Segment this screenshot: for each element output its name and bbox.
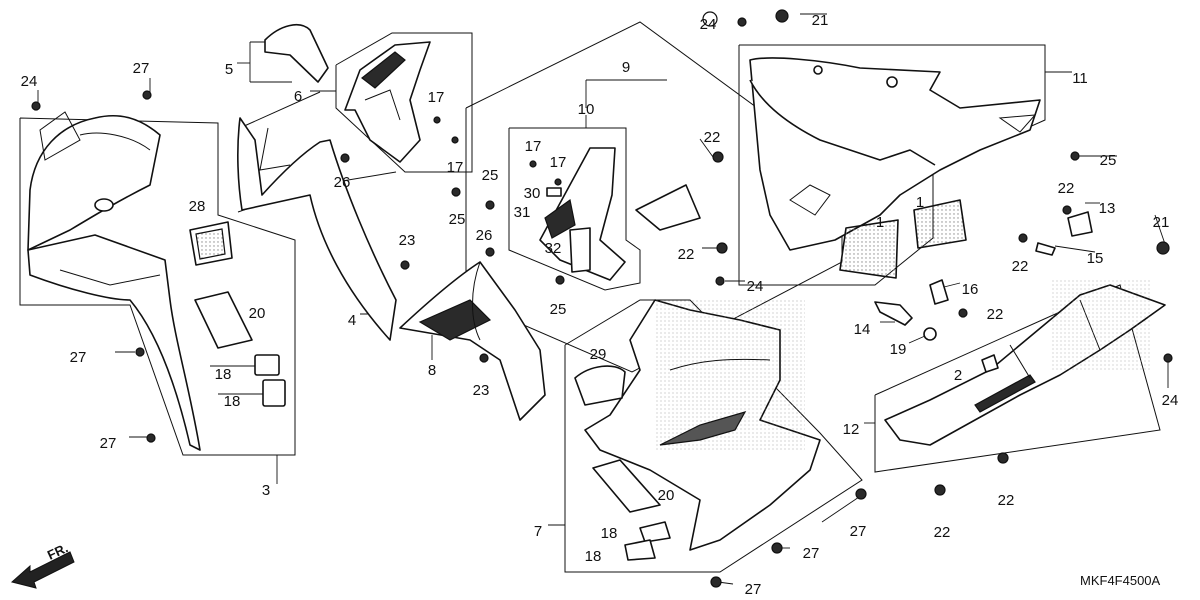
callout-c24a: 24 xyxy=(21,73,38,90)
group-7-outline xyxy=(564,299,863,573)
group-5-6-outline xyxy=(335,32,473,173)
parts-hardware xyxy=(874,211,1093,341)
callout-c24c: 24 xyxy=(747,278,764,295)
callout-c27a: 27 xyxy=(133,60,150,77)
callout-c8: 8 xyxy=(428,362,436,379)
callout-c22e: 22 xyxy=(987,306,1004,323)
callout-c27b: 27 xyxy=(70,349,87,366)
part-20-right-sticker xyxy=(592,459,661,513)
callout-c17a: 17 xyxy=(428,89,445,106)
callout-c21a: 21 xyxy=(812,12,829,29)
fasteners xyxy=(31,9,1173,588)
callout-c27e: 27 xyxy=(803,545,820,562)
part-13-clip xyxy=(1067,211,1093,237)
callout-c10: 10 xyxy=(578,101,595,118)
part-18-left-pads xyxy=(254,354,286,407)
part-6-inner-bracket xyxy=(344,41,431,163)
part-7-lower-cowl xyxy=(584,299,821,551)
callout-c6: 6 xyxy=(294,88,302,105)
part-15-bolt xyxy=(1035,242,1056,256)
callout-c1b: 1 xyxy=(916,194,924,211)
callout-c30: 30 xyxy=(524,185,541,202)
callout-c29: 29 xyxy=(590,346,607,363)
part-4-side-panel xyxy=(237,117,397,341)
callout-c2: 2 xyxy=(954,367,962,384)
front-direction-arrow: FR. xyxy=(10,540,75,589)
callout-c15: 15 xyxy=(1087,250,1104,267)
callout-c32: 32 xyxy=(545,240,562,257)
callout-c22b: 22 xyxy=(678,246,695,263)
part-5-small-panel xyxy=(264,24,329,83)
group-4-outline xyxy=(241,91,321,128)
callout-c28: 28 xyxy=(189,198,206,215)
part-12-belly-pan xyxy=(884,280,1166,446)
part-14-bracket xyxy=(874,301,913,326)
callout-c13: 13 xyxy=(1099,200,1116,217)
part-19-grommet xyxy=(923,327,937,341)
callout-c16: 16 xyxy=(962,281,979,298)
callout-c14: 14 xyxy=(854,321,871,338)
group-10-outline xyxy=(508,127,641,291)
callout-c22a: 22 xyxy=(704,129,721,146)
callout-numbers: 1123456789101112131415161717171718181818… xyxy=(21,12,1179,598)
part-28-panel xyxy=(189,221,233,266)
callout-c24d: 24 xyxy=(1162,392,1179,409)
callout-c11: 11 xyxy=(1072,70,1088,87)
callout-c25a: 25 xyxy=(449,211,466,228)
callout-c17b: 17 xyxy=(447,159,464,176)
callout-c17c: 17 xyxy=(525,138,542,155)
part-20-left-sticker xyxy=(194,291,253,349)
callout-c31: 31 xyxy=(514,204,531,221)
callout-c22g: 22 xyxy=(934,524,951,541)
callout-c25d: 25 xyxy=(1100,152,1117,169)
group-3-outline xyxy=(19,117,296,456)
callout-c22c: 22 xyxy=(1058,180,1075,197)
diagram-code: MKF4F4500A xyxy=(1080,573,1161,588)
part-29-panel xyxy=(574,365,626,406)
callout-c20b: 20 xyxy=(658,487,675,504)
callout-c27c: 27 xyxy=(100,435,117,452)
part-10-duct xyxy=(539,147,701,281)
callout-c17d: 17 xyxy=(550,154,567,171)
part-8-inner-panel xyxy=(399,261,546,421)
part-2-tag xyxy=(981,354,999,373)
callout-c18a: 18 xyxy=(215,366,232,383)
callout-c19: 19 xyxy=(890,341,907,358)
callout-c23a: 23 xyxy=(399,232,416,249)
group-11-outline xyxy=(738,44,1046,286)
part-1-stickers xyxy=(839,199,967,279)
headlight-opening xyxy=(94,198,114,212)
callout-c18d: 18 xyxy=(585,548,602,565)
callout-c24b: 24 xyxy=(700,16,717,33)
callout-c27f: 27 xyxy=(745,581,762,598)
callout-c26a: 26 xyxy=(334,174,351,191)
callout-c25c: 25 xyxy=(550,301,567,318)
callout-c9: 9 xyxy=(622,59,630,76)
part-18-right-pads xyxy=(624,521,671,561)
callout-c27d: 27 xyxy=(850,523,867,540)
callout-c21b: 21 xyxy=(1153,214,1170,231)
callout-c20a: 20 xyxy=(249,305,266,322)
callout-c22f: 22 xyxy=(998,492,1015,509)
callout-c4: 4 xyxy=(348,312,356,329)
part-3-upper-cowl xyxy=(27,111,201,451)
callout-c26b: 26 xyxy=(476,227,493,244)
callout-c18b: 18 xyxy=(224,393,241,410)
callout-c1a: 1 xyxy=(876,214,884,231)
callout-c5: 5 xyxy=(225,61,233,78)
callout-c7: 7 xyxy=(534,523,542,540)
callout-c25b: 25 xyxy=(482,167,499,184)
group-12-outline xyxy=(874,284,1161,473)
callout-c22d: 22 xyxy=(1012,258,1029,275)
callout-c12: 12 xyxy=(843,421,860,438)
callout-c3: 3 xyxy=(262,482,270,499)
callout-c23b: 23 xyxy=(473,382,490,399)
part-16-bracket xyxy=(929,279,949,305)
callout-c18c: 18 xyxy=(601,525,618,542)
